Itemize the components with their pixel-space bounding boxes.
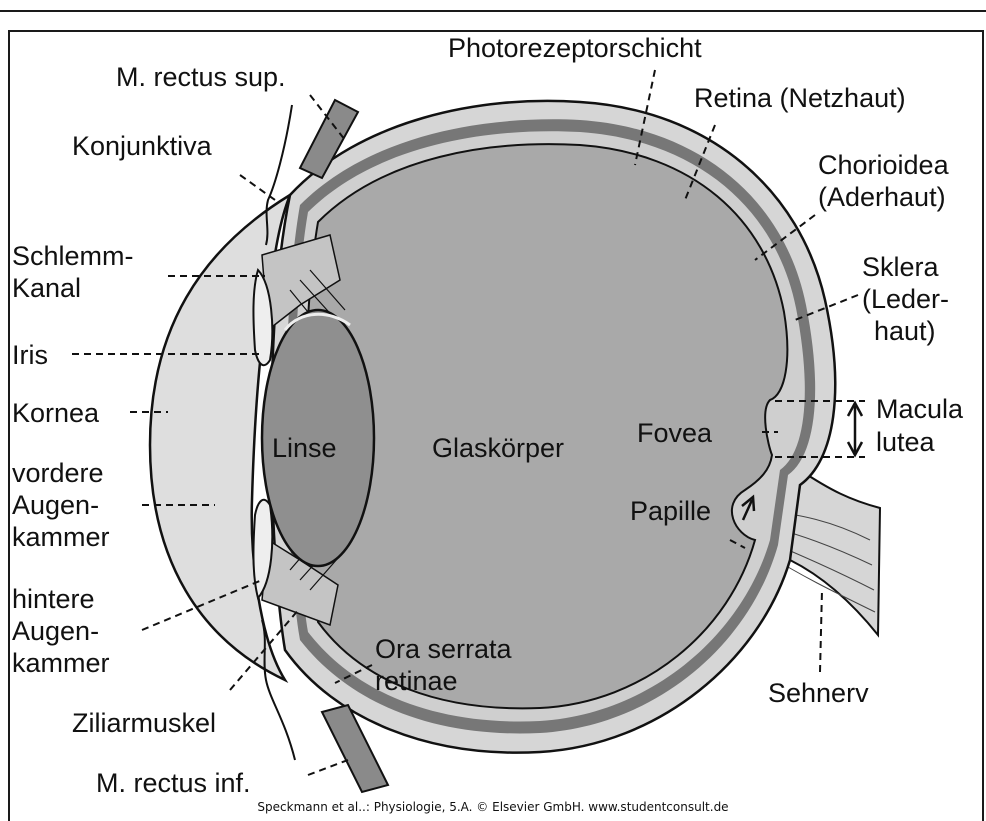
label-sehnerv: Sehnerv: [768, 678, 869, 708]
label-kornea: Kornea: [12, 398, 100, 428]
leader-m-rectus-inf: [308, 760, 348, 775]
label-vordere-3: kammer: [12, 522, 110, 552]
label-hintere-3: kammer: [12, 648, 110, 678]
label-m-rectus-inf: M. rectus inf.: [96, 768, 251, 798]
label-chorioidea-1: Chorioidea: [818, 150, 950, 180]
label-ora-2: retinae: [375, 666, 458, 696]
leader-konjunktiva: [240, 175, 275, 200]
label-m-rectus-sup: M. rectus sup.: [116, 62, 286, 92]
label-fovea: Fovea: [637, 418, 713, 448]
label-ora-1: Ora serrata: [375, 634, 513, 664]
label-photorezeptorschicht: Photorezeptorschicht: [448, 33, 702, 63]
label-papille: Papille: [630, 496, 711, 526]
label-sklera-3: haut): [874, 316, 936, 346]
label-linse: Linse: [272, 433, 337, 463]
label-chorioidea-2: (Aderhaut): [818, 182, 946, 212]
label-hintere-1: hintere: [12, 584, 95, 614]
label-vordere-1: vordere: [12, 458, 104, 488]
label-sklera-2: (Leder-: [862, 284, 949, 314]
label-sklera-1: Sklera: [862, 252, 940, 282]
label-schlemm-1: Schlemm-: [12, 241, 134, 271]
label-schlemm-2: Kanal: [12, 273, 81, 303]
label-iris: Iris: [12, 340, 48, 370]
label-vordere-2: Augen-: [12, 490, 99, 520]
label-macula-2: lutea: [876, 427, 936, 457]
leader-sehnerv: [820, 590, 822, 672]
label-konjunktiva: Konjunktiva: [72, 131, 213, 161]
optic-nerve: [790, 470, 880, 635]
label-macula-1: Macula: [876, 394, 964, 424]
label-retina: Retina (Netzhaut): [694, 83, 906, 113]
label-hintere-2: Augen-: [12, 616, 99, 646]
label-glaskoerper: Glaskörper: [432, 433, 564, 463]
label-ziliarmuskel: Ziliarmuskel: [72, 708, 216, 738]
credit-line: Speckmann et al..: Physiologie, 5.A. © E…: [0, 800, 986, 814]
